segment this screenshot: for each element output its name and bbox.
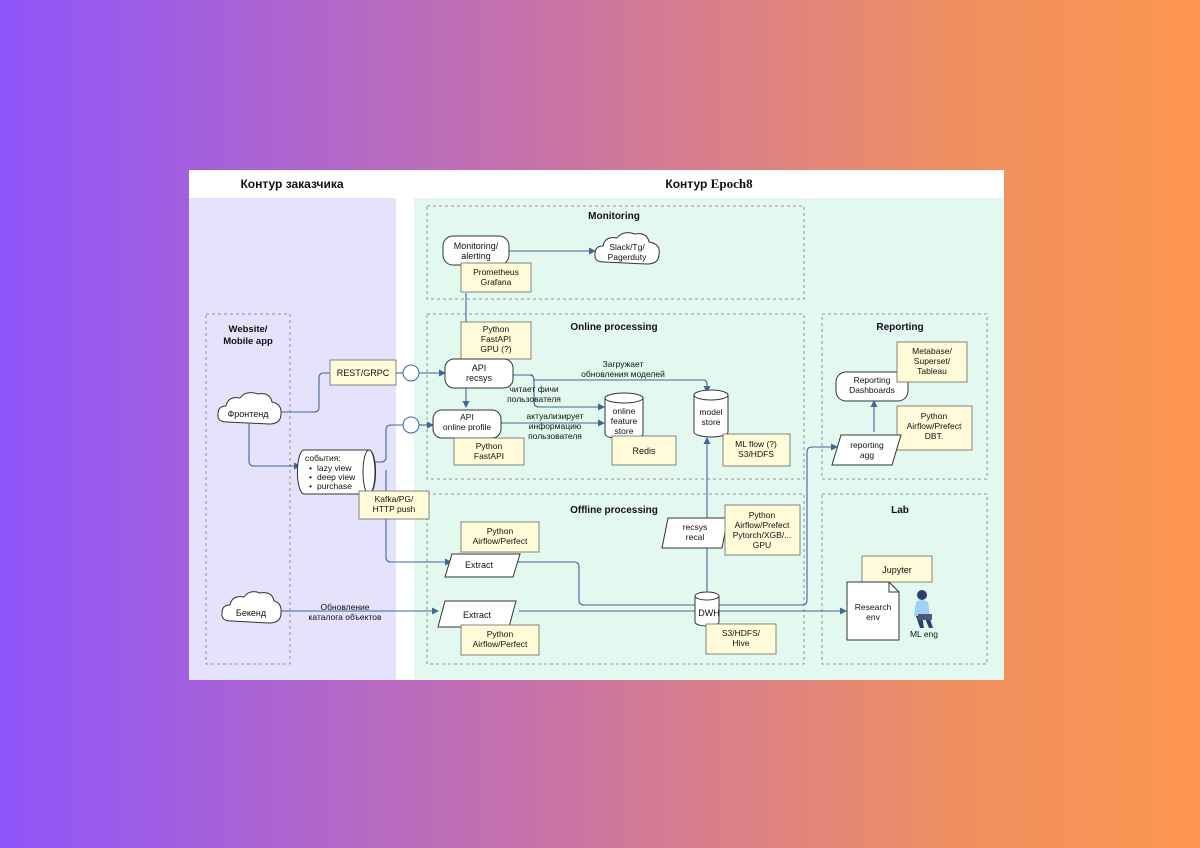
lab-section xyxy=(821,493,988,665)
reporting-dashboards-node[interactable] xyxy=(835,371,909,402)
prometheus-tag xyxy=(460,262,532,293)
dwh-node[interactable] xyxy=(694,591,720,627)
dwh-label: DWH xyxy=(698,608,720,618)
slack-cloud-node[interactable] xyxy=(594,232,660,265)
frontend-label: Фронтенд xyxy=(227,409,269,419)
research-env-node[interactable] xyxy=(846,581,900,641)
website-title: Website/Mobile app xyxy=(223,324,273,347)
svg-text:•lazy view•deep view•purchase: •lazy view•deep view•purchase xyxy=(309,463,356,491)
rest-grpc-label: REST/GRPC xyxy=(337,368,390,378)
reporting-title: Reporting xyxy=(876,322,923,333)
airflow-tag-1 xyxy=(460,521,540,553)
monitoring-title: Monitoring xyxy=(588,211,640,222)
redis-label: Redis xyxy=(632,446,656,456)
extract-label-2: Extract xyxy=(463,610,492,620)
events-title: события: xyxy=(305,453,341,463)
pytorch-tag xyxy=(724,504,801,556)
svg-text:Metabase/Superset/Tableau: Metabase/Superset/Tableau xyxy=(912,346,952,376)
reporting-agg-node[interactable] xyxy=(831,434,902,466)
edge-extract-dwh xyxy=(514,561,697,606)
kafka-tag xyxy=(358,490,430,520)
interface-circle-recsys xyxy=(402,364,420,382)
backend-cloud-node[interactable] xyxy=(221,591,282,624)
s3-hive-tag xyxy=(705,623,777,655)
reporting-section xyxy=(821,313,988,480)
edge-events-api-online xyxy=(375,424,403,463)
interface-circle-online xyxy=(402,416,420,434)
model-store-node[interactable] xyxy=(693,389,729,438)
document-fold-icon xyxy=(888,582,899,593)
python-fastapi-gpu-tag xyxy=(460,321,532,360)
redis-tag xyxy=(611,435,677,466)
offline-section xyxy=(426,493,805,665)
metabase-tag xyxy=(896,341,968,383)
mlflow-tag xyxy=(722,433,791,467)
svg-text:S3/HDFS/Hive: S3/HDFS/Hive xyxy=(722,628,761,648)
customer-header: Контур заказчика xyxy=(240,177,343,191)
jupyter-label: Jupyter xyxy=(882,565,912,575)
airflow-dbt-tag xyxy=(896,405,973,451)
extract-label-1: Extract xyxy=(465,560,494,570)
ml-engineer-icon xyxy=(914,590,933,628)
python-fastapi-tag xyxy=(453,437,525,466)
svg-text:ML flow (?)S3/HDFS: ML flow (?)S3/HDFS xyxy=(735,439,777,459)
edge-frontend-events xyxy=(248,424,301,470)
ml-eng-label: ML eng xyxy=(910,629,938,639)
website-section xyxy=(205,313,291,665)
epoch8-header: Контур Epoch8 xyxy=(665,176,753,191)
svg-text:Monitoring/alerting: Monitoring/alerting xyxy=(454,241,499,261)
frontend-cloud-node[interactable] xyxy=(217,392,282,425)
lab-title: Lab xyxy=(891,505,909,516)
api-recsys-node[interactable] xyxy=(444,358,514,389)
online-title: Online processing xyxy=(570,322,657,333)
online-feature-store-node[interactable] xyxy=(604,392,644,440)
svg-text:Slack/Tg/Pagerduty: Slack/Tg/Pagerduty xyxy=(608,242,647,262)
backend-label: Бекенд xyxy=(236,608,267,618)
svg-text:Kafka/PG/HTTP push: Kafka/PG/HTTP push xyxy=(373,494,416,514)
edge-dwh-reporting xyxy=(719,443,838,606)
events-queue-node[interactable] xyxy=(296,449,377,495)
edge-events-extract xyxy=(385,470,452,566)
monitoring-section xyxy=(426,205,805,300)
customer-zone xyxy=(189,198,396,680)
edge-frontend-rest xyxy=(272,372,330,413)
online-section xyxy=(426,313,805,480)
architecture-diagram: Контур заказчика Контур Epoch8 Monitorin… xyxy=(189,170,1004,680)
jupyter-tag xyxy=(861,555,933,583)
rest-grpc-tag xyxy=(329,359,397,386)
offline-title: Offline processing xyxy=(570,505,658,516)
extract-node-1[interactable] xyxy=(444,553,521,578)
airflow-tag-2 xyxy=(460,624,540,656)
